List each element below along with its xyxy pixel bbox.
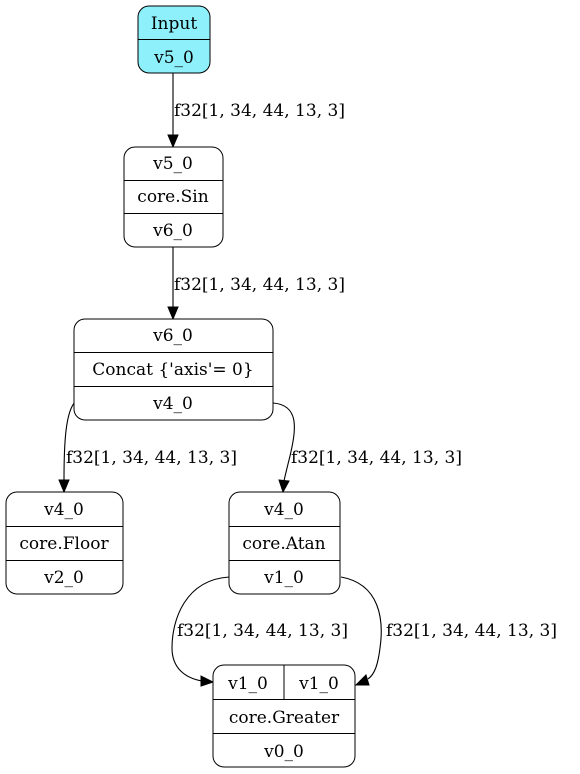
node-greater-op: core.Greater: [229, 708, 340, 728]
node-floor-op: core.Floor: [19, 534, 109, 554]
node-greater-input-b: v1_0: [298, 674, 339, 694]
node-sin-input: v5_0: [152, 154, 193, 174]
edge-label-atan-to-greater-a: f32[1, 34, 44, 13, 3]: [177, 621, 348, 641]
node-sin-output: v6_0: [152, 221, 193, 241]
edge-sin-to-concat: f32[1, 34, 44, 13, 3]: [167, 247, 345, 321]
edge-label-sin-to-concat: f32[1, 34, 44, 13, 3]: [174, 275, 345, 295]
edge-concat-to-floor: f32[1, 34, 44, 13, 3]: [58, 401, 237, 494]
node-atan-output: v1_0: [263, 568, 304, 588]
node-concat-input: v6_0: [152, 326, 193, 346]
node-concat-output: v4_0: [152, 394, 193, 414]
edge-atan-to-greater-b: f32[1, 34, 44, 13, 3]: [340, 576, 557, 686]
edge-label-atan-to-greater-b: f32[1, 34, 44, 13, 3]: [386, 621, 557, 641]
edge-label-concat-to-floor: f32[1, 34, 44, 13, 3]: [66, 448, 237, 468]
edge-atan-to-greater-a: f32[1, 34, 44, 13, 3]: [171, 576, 348, 687]
node-atan-op: core.Atan: [242, 534, 325, 554]
node-sin-op: core.Sin: [137, 187, 208, 207]
node-floor-input: v4_0: [43, 500, 84, 520]
edge-concat-to-atan: f32[1, 34, 44, 13, 3]: [272, 402, 462, 494]
node-input[interactable]: Input v5_0: [137, 5, 211, 74]
node-greater-output: v0_0: [263, 742, 304, 762]
node-input-output: v5_0: [153, 48, 194, 68]
node-sin[interactable]: v5_0 core.Sin v6_0: [123, 146, 224, 248]
edge-label-concat-to-atan: f32[1, 34, 44, 13, 3]: [291, 448, 462, 468]
node-greater-input-a: v1_0: [227, 674, 268, 694]
node-concat[interactable]: v6_0 Concat {'axis'= 0} v4_0: [73, 318, 274, 421]
node-greater[interactable]: v1_0 v1_0 core.Greater v0_0: [212, 664, 356, 768]
node-atan-input: v4_0: [263, 500, 304, 520]
node-concat-op: Concat {'axis'= 0}: [92, 360, 253, 380]
node-atan[interactable]: v4_0 core.Atan v1_0: [228, 491, 341, 595]
node-floor-output: v2_0: [43, 568, 84, 588]
edge-input-to-sin: f32[1, 34, 44, 13, 3]: [167, 73, 345, 149]
node-floor[interactable]: v4_0 core.Floor v2_0: [5, 491, 124, 595]
node-input-title: Input: [151, 14, 197, 34]
edge-label-input-to-sin: f32[1, 34, 44, 13, 3]: [174, 101, 345, 121]
